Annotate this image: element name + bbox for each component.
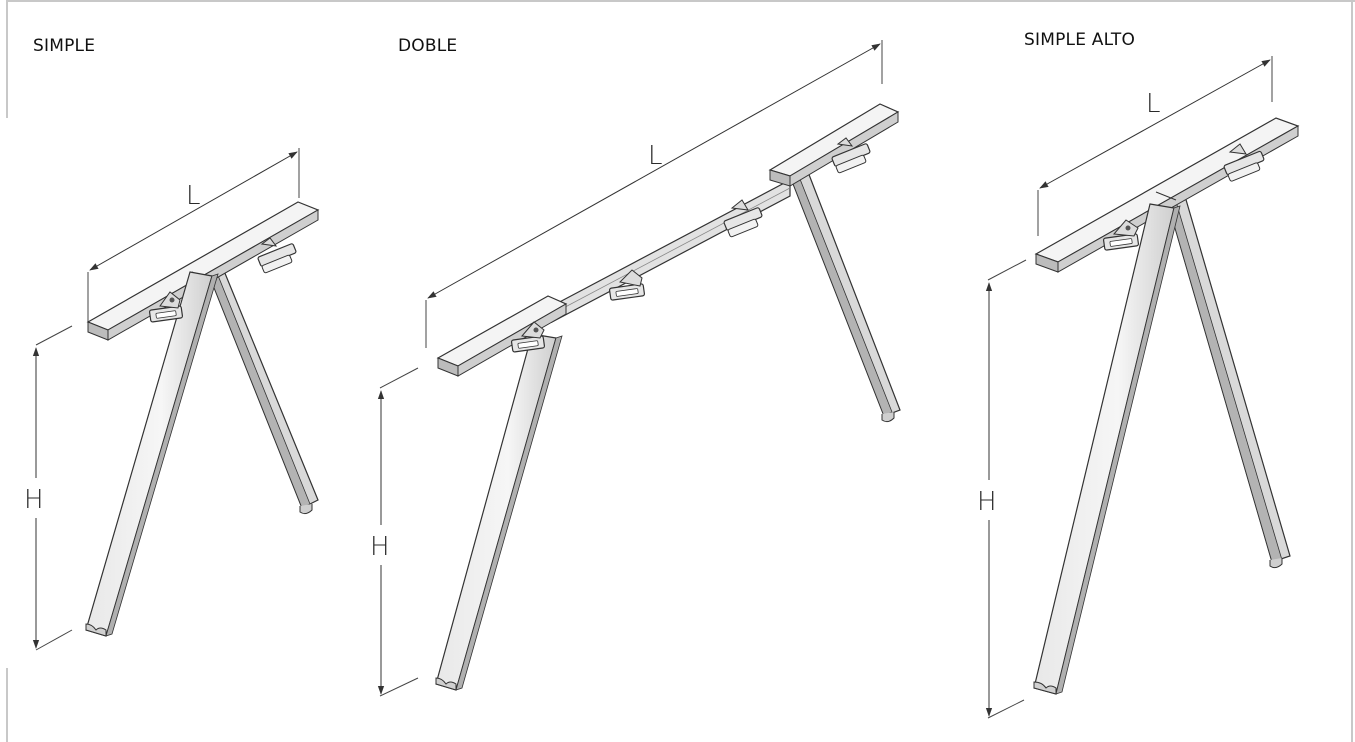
title-simple: SIMPLE xyxy=(33,36,96,56)
simple-bracket-front xyxy=(148,291,184,323)
simple-alto-dimension-h: H xyxy=(977,259,1027,719)
simple-alto-label-l: L xyxy=(1146,89,1161,119)
simple-alto-bracket-front xyxy=(1102,219,1140,251)
doble-label-h: H xyxy=(370,532,390,562)
simple-dimension-l: L xyxy=(87,148,300,322)
simple-alto-label-h: H xyxy=(977,487,997,517)
doble-bracket-1 xyxy=(510,321,546,353)
frame-left-border-bottom xyxy=(6,668,8,742)
title-simple-alto: SIMPLE ALTO xyxy=(1024,30,1136,50)
simple-alto-front-leg xyxy=(1033,203,1175,695)
diagram-doble: L H xyxy=(370,40,901,697)
diagram-simple-alto: L H xyxy=(977,56,1300,719)
simple-alto-dimension-l: L xyxy=(1037,56,1273,236)
simple-dimension-h: H xyxy=(24,325,73,651)
frame-right-border xyxy=(1351,0,1353,742)
simple-bracket-back xyxy=(257,237,297,274)
doble-front-leg xyxy=(435,333,557,691)
doble-bracket-4 xyxy=(831,137,871,174)
simple-label-h: H xyxy=(24,485,44,515)
doble-bracket-3 xyxy=(723,199,763,238)
doble-dimension-h: H xyxy=(370,367,419,697)
simple-alto-bracket-back xyxy=(1223,143,1265,182)
diagram-simple: L H xyxy=(24,148,320,651)
frame-top-border xyxy=(6,0,1355,2)
doble-bracket-2 xyxy=(608,269,646,301)
frame-left-border-top xyxy=(6,0,8,118)
simple-label-l: L xyxy=(186,181,201,211)
doble-dimension-l: L xyxy=(425,40,883,348)
doble-label-l: L xyxy=(648,141,663,171)
